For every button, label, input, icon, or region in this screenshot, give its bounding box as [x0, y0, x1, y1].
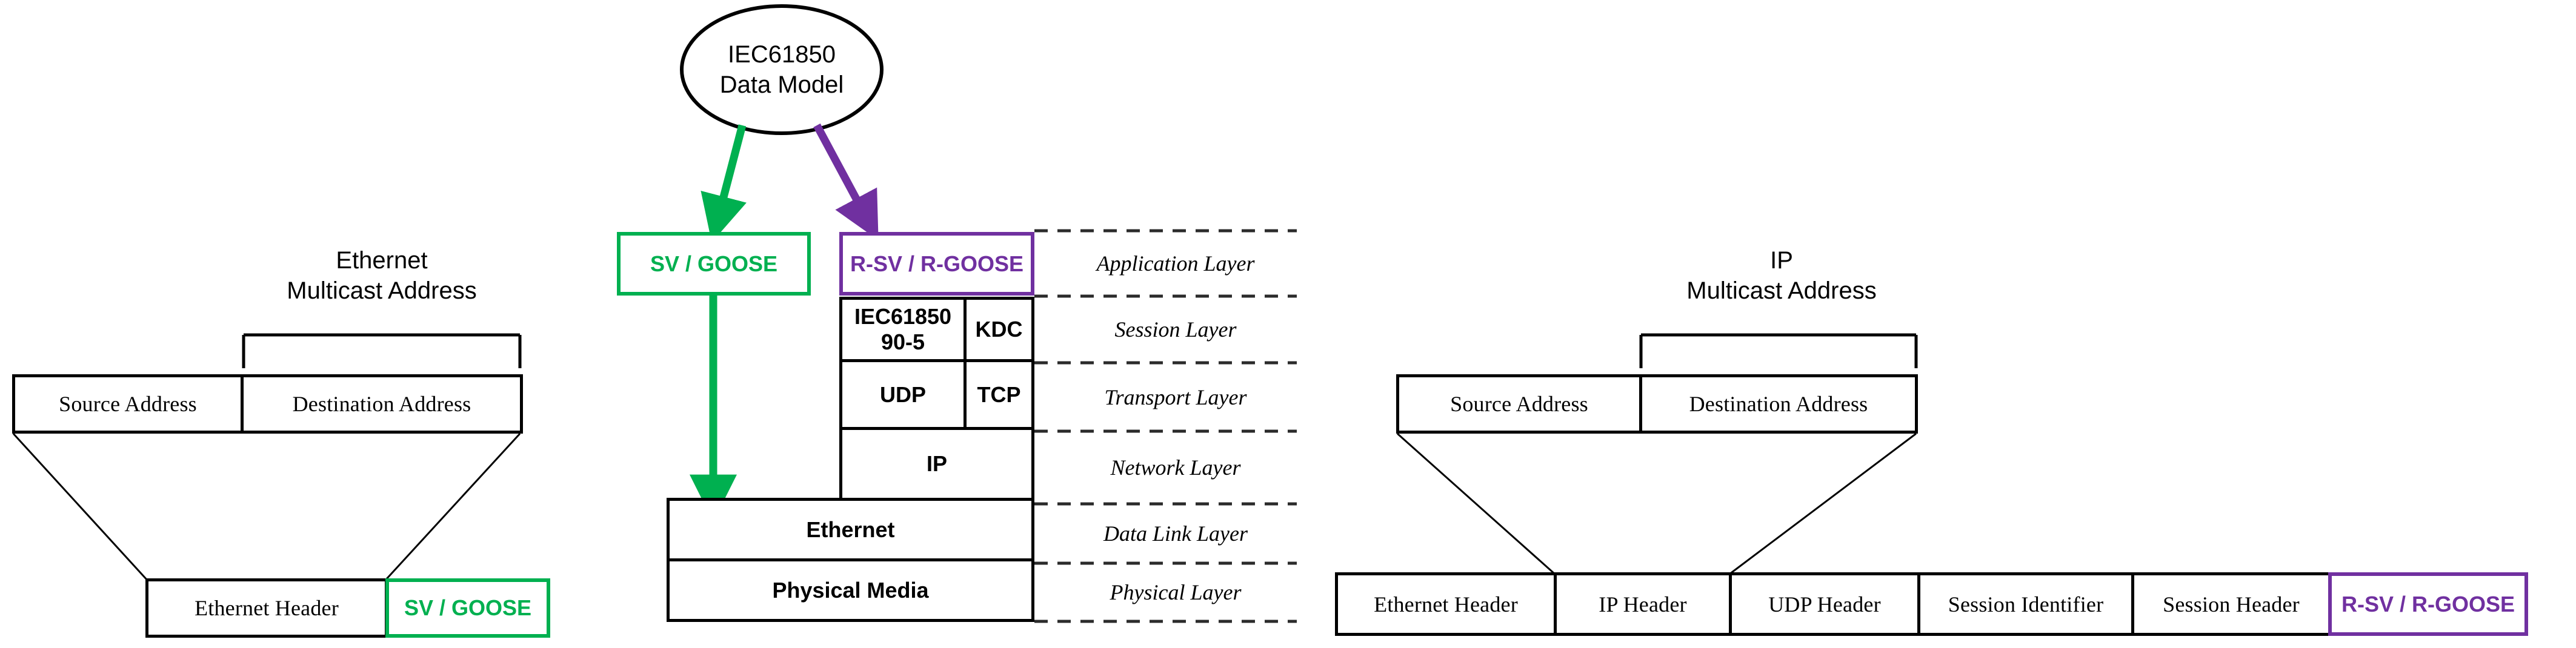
- right-r-sv-r-goose-label: R-SV / R-GOOSE: [2341, 591, 2515, 617]
- right-ip-header-label: IP Header: [1599, 592, 1687, 617]
- purple-arrow-to-r-sv-r-goose: [813, 123, 879, 240]
- right-funnel-line-left: [1397, 432, 1556, 575]
- left-destination-address-cell[interactable]: Destination Address: [241, 374, 523, 434]
- right-ip-header-cell[interactable]: IP Header: [1554, 572, 1732, 636]
- right-title-line-2: Multicast Address: [1686, 277, 1877, 304]
- stack-ethernet-box[interactable]: Ethernet: [667, 498, 1034, 561]
- right-destination-address-label: Destination Address: [1689, 392, 1868, 416]
- left-ethernet-header-cell[interactable]: Ethernet Header: [145, 578, 388, 638]
- green-arrow-to-sv-goose: [701, 124, 747, 243]
- layer-physical-text: Physical Layer: [1110, 580, 1242, 604]
- stack-ethernet-label: Ethernet: [806, 517, 895, 542]
- stack-tcp-label: TCP: [977, 382, 1021, 407]
- layer-label-transport: Transport Layer: [1054, 363, 1297, 431]
- layer-datalink-text: Data Link Layer: [1103, 521, 1248, 546]
- stack-iec61850-90-5-box[interactable]: IEC61850 90-5: [839, 297, 967, 362]
- stack-kdc-label: KDC: [975, 317, 1023, 342]
- right-multicast-bracket: [1639, 333, 1918, 368]
- right-ethernet-header-label: Ethernet Header: [1374, 592, 1518, 617]
- right-session-header-cell[interactable]: Session Header: [2131, 572, 2331, 636]
- stack-kdc-box[interactable]: KDC: [964, 297, 1034, 362]
- right-udp-header-label: UDP Header: [1768, 592, 1881, 617]
- right-udp-header-cell[interactable]: UDP Header: [1729, 572, 1920, 636]
- left-title-line-2: Multicast Address: [287, 277, 477, 304]
- iec61850-data-model-label: IEC61850 Data Model: [682, 21, 882, 118]
- layer-application-text: Application Layer: [1096, 251, 1255, 276]
- stack-sv-goose-box[interactable]: SV / GOOSE: [617, 232, 811, 296]
- right-session-identifier-label: Session Identifier: [1948, 592, 2104, 617]
- left-funnel-line-right: [384, 432, 521, 581]
- stack-r-sv-r-goose-box[interactable]: R-SV / R-GOOSE: [839, 232, 1034, 296]
- stack-iec61850-90-5-line-2: 90-5: [880, 329, 925, 354]
- left-ethernet-header-label: Ethernet Header: [195, 596, 339, 620]
- left-title-line-1: Ethernet: [336, 247, 428, 274]
- layer-network-text: Network Layer: [1110, 455, 1241, 480]
- stack-physical-media-box[interactable]: Physical Media: [667, 558, 1034, 622]
- data-model-line-1: IEC61850: [728, 41, 836, 68]
- layer-label-session: Session Layer: [1054, 296, 1297, 363]
- right-r-sv-r-goose-cell[interactable]: R-SV / R-GOOSE: [2328, 572, 2528, 636]
- left-source-address-label: Source Address: [59, 392, 197, 416]
- stack-udp-box[interactable]: UDP: [839, 359, 967, 430]
- right-source-address-label: Source Address: [1450, 392, 1588, 416]
- stack-tcp-box[interactable]: TCP: [964, 359, 1034, 430]
- right-ethernet-header-cell[interactable]: Ethernet Header: [1335, 572, 1557, 636]
- right-destination-address-cell[interactable]: Destination Address: [1639, 374, 1918, 434]
- layer-label-network: Network Layer: [1054, 431, 1297, 504]
- layer-session-text: Session Layer: [1114, 317, 1237, 342]
- stack-sv-goose-label: SV / GOOSE: [650, 251, 778, 276]
- data-model-line-2: Data Model: [719, 71, 844, 98]
- left-source-address-cell[interactable]: Source Address: [12, 374, 244, 434]
- right-title-line-1: IP: [1770, 247, 1793, 274]
- layer-transport-text: Transport Layer: [1104, 385, 1247, 409]
- right-source-address-cell[interactable]: Source Address: [1396, 374, 1642, 434]
- left-panel-title: Ethernet Multicast Address: [200, 236, 564, 315]
- stack-physical-media-label: Physical Media: [772, 577, 929, 603]
- right-session-header-label: Session Header: [2163, 592, 2300, 617]
- left-sv-goose-label: SV / GOOSE: [404, 595, 532, 620]
- layer-label-application: Application Layer: [1054, 231, 1297, 296]
- left-multicast-bracket: [242, 333, 522, 368]
- stack-ip-box[interactable]: IP: [839, 427, 1034, 501]
- stack-udp-label: UDP: [879, 382, 926, 407]
- right-session-identifier-cell[interactable]: Session Identifier: [1917, 572, 2134, 636]
- stack-ip-label: IP: [926, 451, 947, 476]
- layer-label-datalink: Data Link Layer: [1054, 504, 1297, 563]
- left-sv-goose-cell[interactable]: SV / GOOSE: [385, 578, 550, 638]
- left-destination-address-label: Destination Address: [292, 392, 471, 416]
- layer-label-physical: Physical Layer: [1054, 563, 1297, 621]
- left-funnel-line-left: [12, 432, 148, 581]
- right-funnel-line-right: [1729, 432, 1917, 575]
- stack-iec61850-90-5-line-1: IEC61850: [854, 304, 952, 329]
- stack-r-sv-r-goose-label: R-SV / R-GOOSE: [850, 251, 1024, 276]
- right-panel-title: IP Multicast Address: [1600, 236, 1963, 315]
